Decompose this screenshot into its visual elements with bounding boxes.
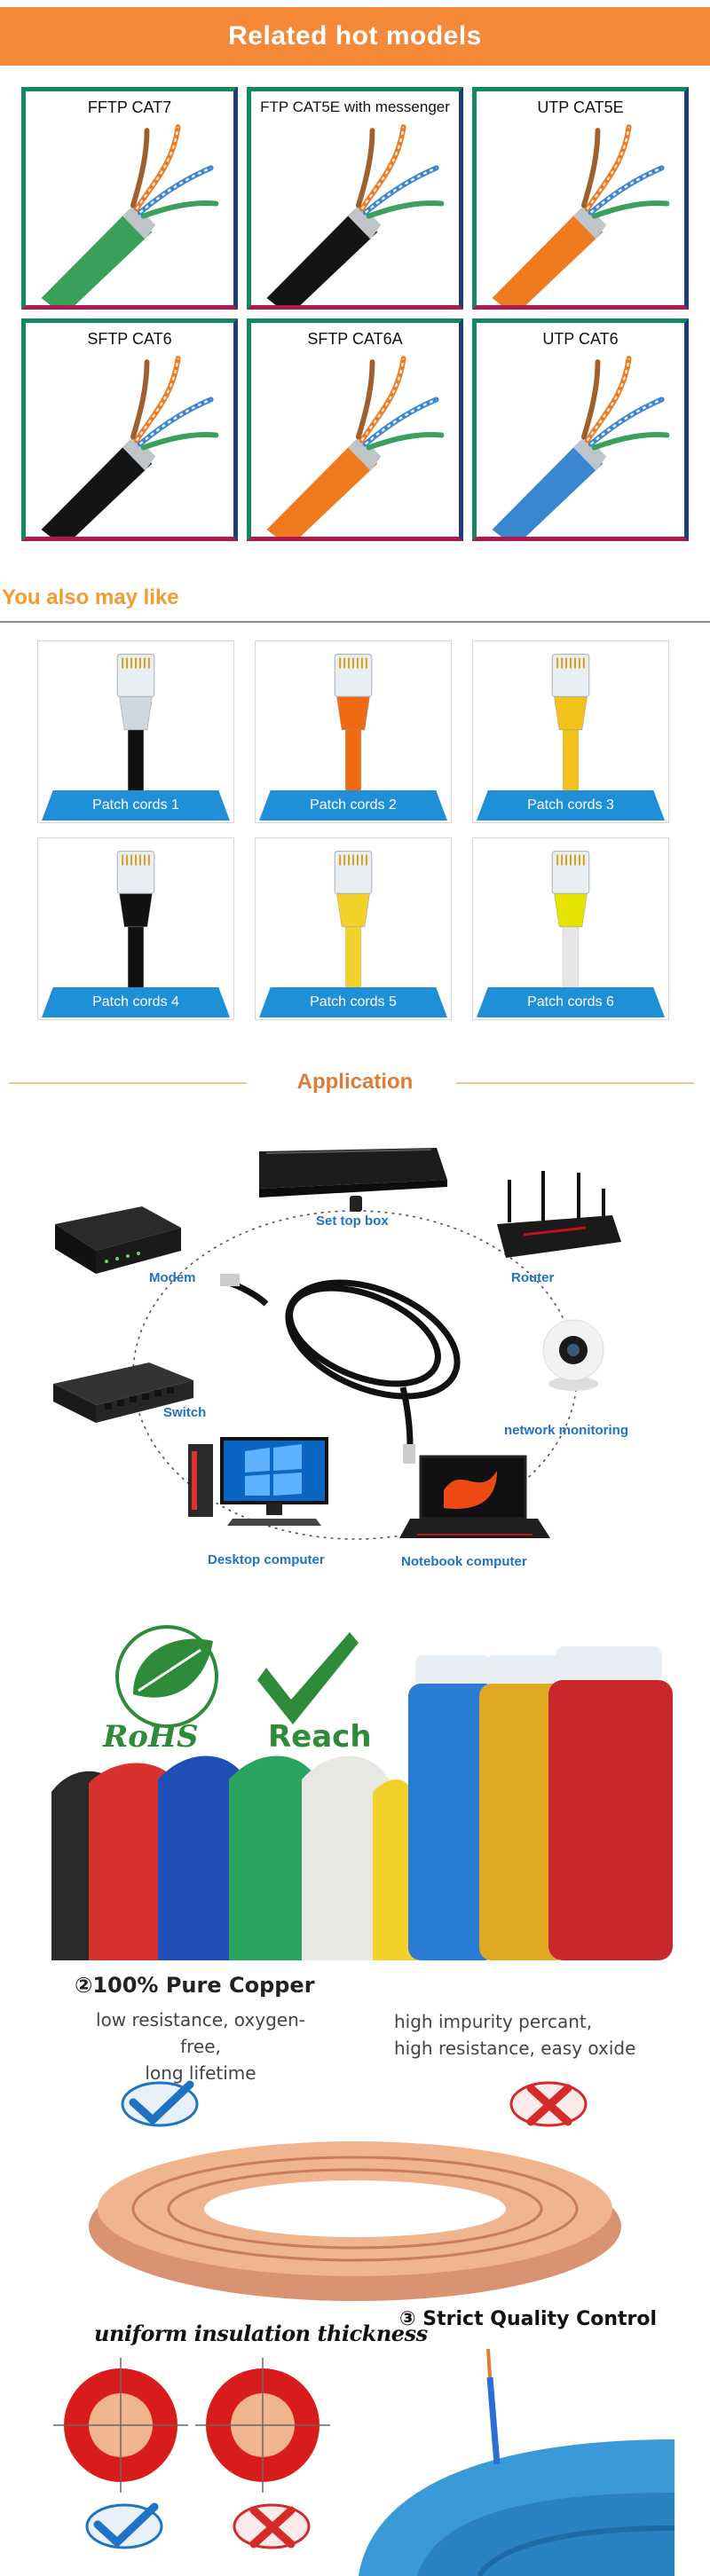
section-divider xyxy=(0,621,710,623)
pure-copper-section: ②100% Pure Copper low resistance, oxygen… xyxy=(0,1969,710,2306)
patch-cord-grid: Patch cords 1 Patch cords 2 Patch cords … xyxy=(37,640,669,1024)
copper-wire-coil xyxy=(89,2141,621,2301)
patch-cord-card-6[interactable]: Patch cords 6 xyxy=(472,837,669,1020)
label-switch: Switch xyxy=(163,1405,207,1420)
you-may-like-section: You also may like xyxy=(0,585,710,623)
rj45-plug-icon xyxy=(403,1444,415,1464)
plastic-granules xyxy=(51,1755,417,1960)
patch-cord-ribbon: Patch cords 2 xyxy=(259,790,447,821)
banner-title: Related hot models xyxy=(228,21,482,51)
set-top-box-icon xyxy=(259,1148,447,1212)
rj45-plug-icon xyxy=(334,851,373,989)
patch-cord-ribbon: Patch cords 3 xyxy=(477,790,665,821)
switch-icon xyxy=(53,1363,193,1423)
label-modem: Modem xyxy=(149,1270,196,1285)
label-router: Router xyxy=(511,1270,555,1285)
notebook-computer-icon xyxy=(399,1455,550,1538)
cable-card-utp-cat5e[interactable]: UTP CAT5E xyxy=(472,87,689,310)
heading-line-right xyxy=(456,1082,694,1084)
label-network-monitoring: network monitoring xyxy=(504,1423,628,1438)
check-icon xyxy=(85,2502,163,2549)
reach-label: Reach xyxy=(268,1719,372,1755)
cross-icon xyxy=(509,2081,588,2127)
cable-illustration xyxy=(492,124,670,305)
patch-cord-card-1[interactable]: Patch cords 1 xyxy=(37,640,234,823)
cable-illustration xyxy=(266,124,445,305)
cable-title: UTP CAT5E xyxy=(537,98,624,116)
cable-card-utp-cat6[interactable]: UTP CAT6 xyxy=(472,318,689,541)
patch-cord-card-4[interactable]: Patch cords 4 xyxy=(37,837,234,1020)
patch-cord-label: Patch cords 4 xyxy=(92,994,179,1009)
application-diagram-art xyxy=(53,1148,621,1540)
quality-art xyxy=(53,2342,675,2576)
rj45-plug-icon xyxy=(334,654,373,792)
cable-title: FFTP CAT7 xyxy=(87,98,172,116)
rj45-plug-icon xyxy=(220,1274,240,1286)
patch-cord-label: Patch cords 3 xyxy=(527,797,614,813)
application-title: Application xyxy=(296,1070,414,1094)
cable-title: FTP CAT5E with messenger xyxy=(260,98,450,115)
cable-card-ftp-cat5e-messenger[interactable]: FTP CAT5E with messenger xyxy=(247,87,463,310)
strict-quality-label: ③ Strict Quality Control xyxy=(399,2308,658,2330)
patch-cord-label: Patch cords 2 xyxy=(310,797,397,813)
rj45-plug-icon xyxy=(551,851,590,989)
patch-cord-card-5[interactable]: Patch cords 5 xyxy=(255,837,452,1020)
related-models-banner: Related hot models xyxy=(0,7,710,66)
you-may-like-label: You also may like xyxy=(2,585,179,609)
cable-title: SFTP CAT6A xyxy=(307,330,403,348)
pure-copper-heading: ②100% Pure Copper xyxy=(75,1973,315,1998)
patch-cord-label: Patch cords 6 xyxy=(527,994,614,1009)
application-diagram: Set top box Modem Router Switch network … xyxy=(0,1118,710,1588)
rohs-label: RoHS xyxy=(103,1719,199,1755)
label-notebook-computer: Notebook computer xyxy=(401,1554,527,1569)
cable-card-fftp-cat7[interactable]: FFTP CAT7 xyxy=(21,87,238,310)
copper-bad-line-2: high resistance, easy oxide xyxy=(394,2038,636,2059)
modem-icon xyxy=(55,1206,181,1274)
cable-spool xyxy=(355,2342,675,2576)
cable-title: UTP CAT6 xyxy=(542,330,619,348)
router-icon xyxy=(497,1171,621,1258)
cable-title: SFTP CAT6 xyxy=(87,330,172,348)
patch-cord-ribbon: Patch cords 4 xyxy=(42,987,230,1017)
patch-cord-label: Patch cords 5 xyxy=(310,994,397,1009)
copper-good-line-1: low resistance, oxygen-free, xyxy=(96,2009,305,2057)
rj45-plug-icon xyxy=(551,654,590,792)
cable-illustration xyxy=(41,356,219,537)
cable-illustration xyxy=(492,356,670,537)
cable-illustration xyxy=(266,356,445,537)
patch-cord-card-2[interactable]: Patch cords 2 xyxy=(255,640,452,823)
patch-cord-ribbon: Patch cords 6 xyxy=(477,987,665,1017)
copper-good-desc: low resistance, oxygen-free, long lifeti… xyxy=(85,2007,316,2086)
cable-illustration xyxy=(41,124,219,305)
patch-cord-card-3[interactable]: Patch cords 3 xyxy=(472,640,669,823)
patch-cord-ribbon: Patch cords 1 xyxy=(42,790,230,821)
application-heading: Application xyxy=(0,1064,710,1100)
rj45-plug-icon xyxy=(116,654,155,792)
cable-grid: FFTP CAT7 FTP CAT5E with messenger UTP C… xyxy=(21,87,689,541)
copper-coil-art xyxy=(89,2080,621,2301)
patch-cord-label: Patch cords 1 xyxy=(92,797,179,813)
copper-good-line-2: long lifetime xyxy=(145,2062,256,2084)
heading-line-left xyxy=(9,1082,247,1084)
copper-bad-desc: high impurity percant, high resistance, … xyxy=(394,2008,635,2062)
cable-card-sftp-cat6[interactable]: SFTP CAT6 xyxy=(21,318,238,541)
quality-section: uniform insulation thickness ③ Strict Qu… xyxy=(0,2306,710,2576)
label-set-top-box: Set top box xyxy=(316,1213,389,1229)
network-camera-icon xyxy=(542,1319,604,1391)
materials-section: RoHS Reach xyxy=(0,1614,710,1969)
granule-jars xyxy=(408,1646,673,1960)
patch-cord-ribbon: Patch cords 5 xyxy=(259,987,447,1017)
ethernet-cable-coil xyxy=(227,1279,461,1447)
insulation-cross-section xyxy=(53,2358,330,2493)
rohs-logo xyxy=(115,1625,218,1728)
label-desktop-computer: Desktop computer xyxy=(208,1552,325,1567)
cross-icon xyxy=(233,2503,311,2549)
desktop-computer-icon xyxy=(188,1437,328,1526)
rj45-plug-icon xyxy=(116,851,155,989)
reach-check-icon xyxy=(257,1632,359,1724)
cable-card-sftp-cat6a[interactable]: SFTP CAT6A xyxy=(247,318,463,541)
materials-art xyxy=(51,1625,673,1960)
check-icon xyxy=(121,2080,199,2127)
copper-bad-line-1: high impurity percant, xyxy=(394,2011,593,2032)
